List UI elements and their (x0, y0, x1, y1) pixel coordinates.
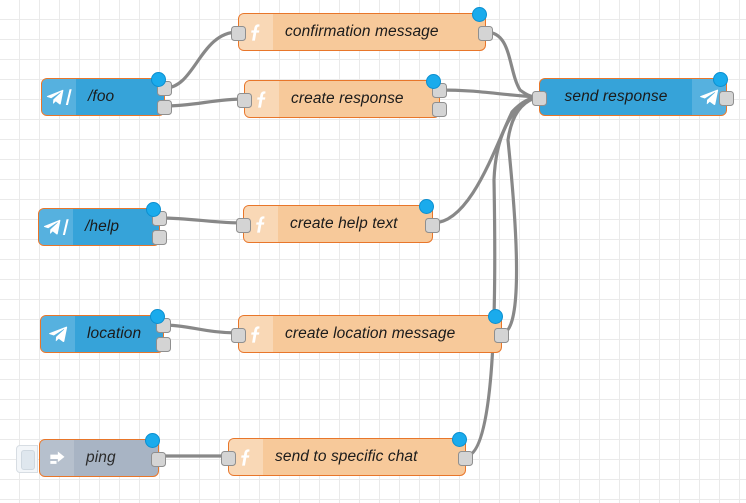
output-port-0[interactable] (152, 211, 167, 226)
node-body: confirmation message (239, 14, 485, 50)
node-body: create response (245, 81, 439, 117)
node-body: create location message (239, 316, 501, 352)
node-send-response[interactable]: send response (532, 72, 734, 116)
wire[interactable] (163, 97, 246, 108)
output-port-0[interactable] (156, 318, 171, 333)
output-port-0[interactable] (432, 83, 447, 98)
wire[interactable] (438, 88, 541, 99)
node-label: /help (85, 218, 120, 235)
node-create-location-message[interactable]: create location message (231, 309, 509, 353)
node-body: /help (39, 209, 159, 245)
wire[interactable] (464, 95, 541, 458)
node-help-command[interactable]: /help (38, 202, 167, 246)
wire[interactable] (484, 30, 541, 99)
node-label: confirmation message (285, 23, 439, 40)
wire[interactable] (500, 95, 541, 335)
node-label: create location message (285, 325, 456, 342)
output-port-1[interactable] (432, 102, 447, 117)
node-location-command[interactable]: location (40, 309, 171, 353)
output-port-0[interactable] (494, 327, 509, 343)
node-ping-inject[interactable]: ping (16, 433, 166, 477)
inject-arrow-icon (40, 440, 74, 476)
node-label: send to specific chat (275, 448, 418, 465)
node-body: location (41, 316, 163, 352)
output-port-0[interactable] (478, 25, 493, 41)
wire[interactable] (163, 30, 240, 90)
output-port-0[interactable] (425, 217, 440, 233)
wire[interactable] (431, 95, 541, 225)
node-label: /foo (88, 88, 115, 105)
output-port-0[interactable] (719, 90, 734, 106)
output-port-0[interactable] (157, 81, 172, 96)
output-port-0[interactable] (458, 450, 473, 466)
wire[interactable] (162, 323, 240, 335)
telegram-plane-icon (41, 316, 75, 352)
output-port-1[interactable] (152, 230, 167, 245)
telegram-command-icon (39, 209, 73, 245)
node-body: create help text (244, 206, 432, 242)
output-port-0[interactable] (151, 451, 166, 467)
input-port[interactable] (237, 92, 252, 108)
node-send-to-specific-chat[interactable]: send to specific chat (221, 432, 473, 476)
node-label: create response (291, 90, 404, 107)
input-port[interactable] (231, 327, 246, 343)
inject-trigger-inner (21, 450, 35, 470)
node-foo-command[interactable]: /foo (41, 72, 172, 116)
node-label: ping (86, 449, 116, 466)
output-port-1[interactable] (156, 337, 171, 352)
node-create-help-text[interactable]: create help text (236, 199, 440, 243)
input-port[interactable] (236, 217, 251, 233)
inject-trigger-button[interactable] (16, 445, 38, 473)
node-label: send response (564, 88, 668, 105)
input-port[interactable] (532, 90, 547, 106)
node-confirmation-message[interactable]: confirmation message (231, 7, 493, 51)
node-body: send to specific chat (229, 439, 465, 475)
node-label: create help text (290, 215, 398, 232)
node-body: send response (540, 79, 726, 115)
node-body: /foo (42, 79, 164, 115)
output-port-1[interactable] (157, 100, 172, 115)
telegram-command-icon (42, 79, 76, 115)
node-body: ping (40, 440, 158, 476)
wire[interactable] (158, 216, 245, 225)
input-port[interactable] (231, 25, 246, 41)
input-port[interactable] (221, 450, 236, 466)
node-label: location (87, 325, 142, 342)
node-create-response[interactable]: create response (237, 74, 447, 118)
